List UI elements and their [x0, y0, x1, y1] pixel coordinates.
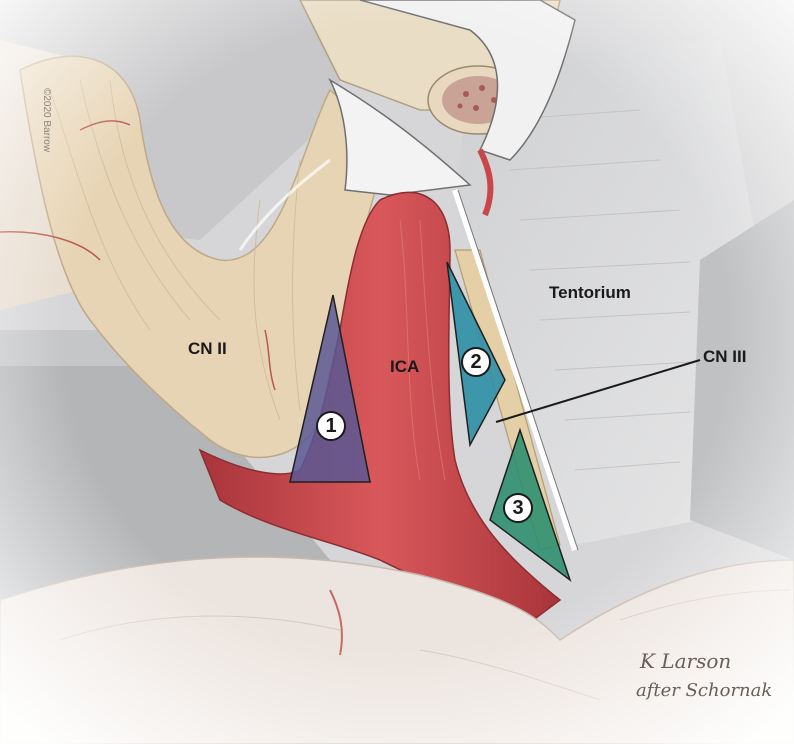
copyright-text: ©2020 Barrow: [41, 88, 52, 153]
badge-1-number: 1: [325, 415, 336, 437]
label-cn3: CN III: [703, 347, 746, 366]
cn3-leader-line: [495, 359, 701, 423]
label-tentorium: Tentorium: [549, 283, 631, 302]
triangle-1: [289, 294, 371, 483]
signature-line-1: K Larson: [639, 649, 731, 673]
label-ica: ICA: [390, 357, 419, 376]
badge-2-number: 2: [470, 351, 481, 373]
badge-3: 3: [503, 493, 533, 523]
label-cn2: CN II: [188, 339, 227, 358]
badge-2: 2: [461, 347, 491, 377]
badge-3-number: 3: [512, 497, 523, 519]
signature-line-2: after Schornak: [636, 680, 772, 701]
badge-1: 1: [316, 411, 346, 441]
